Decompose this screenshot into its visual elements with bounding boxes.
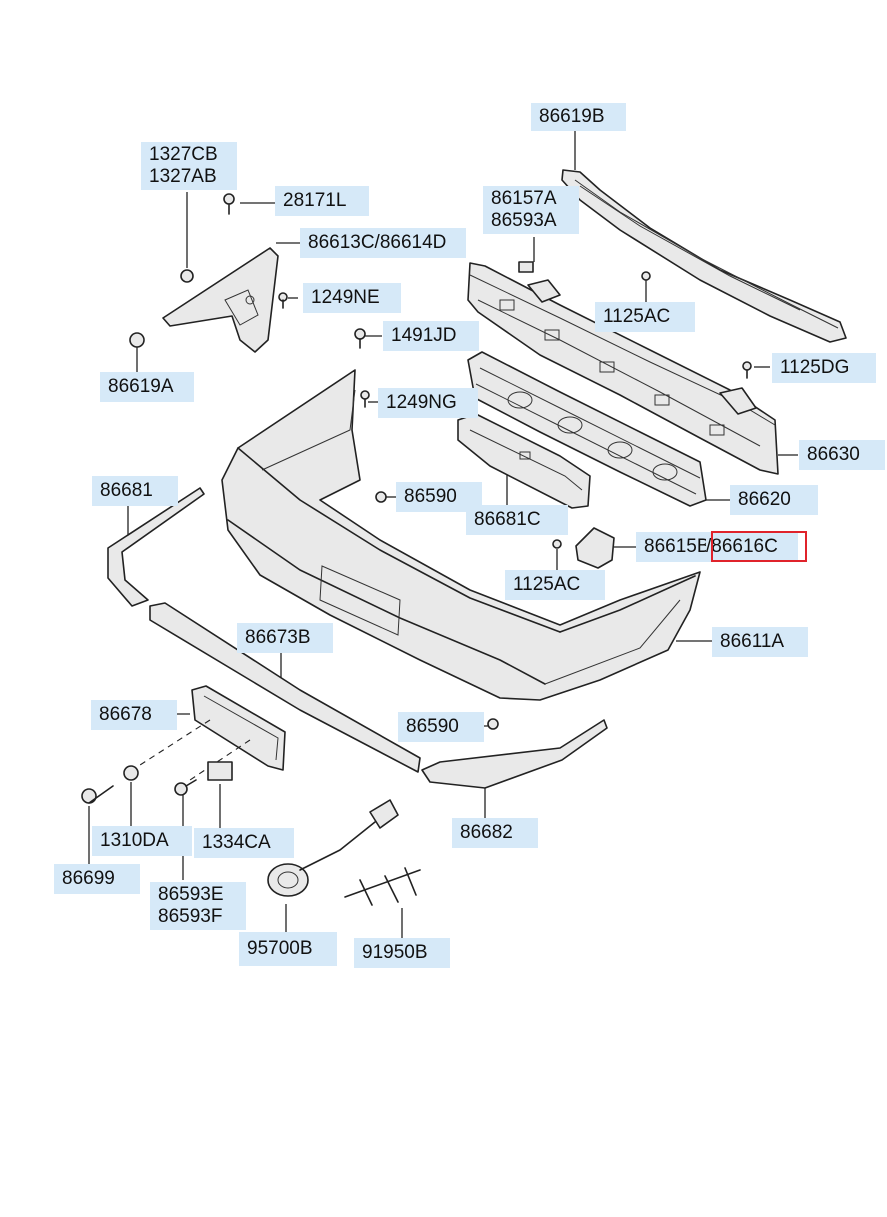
license-housing: [139, 685, 286, 781]
label-86699[interactable]: 86699: [54, 864, 140, 894]
label-1310DA[interactable]: 1310DA: [92, 826, 192, 856]
upper-rail: [467, 262, 779, 475]
label-1327CB: 1327CB: [149, 144, 218, 165]
side-stay-bracket: [162, 247, 279, 353]
label-86678[interactable]: 86678: [91, 700, 177, 730]
label-28171L[interactable]: 28171L: [275, 186, 369, 216]
label-86673B[interactable]: 86673B: [237, 623, 333, 653]
lower-molding: [149, 602, 421, 773]
label-1334CA[interactable]: 1334CA: [194, 828, 294, 858]
label-86593A: 86593A: [491, 210, 557, 231]
label-86619B[interactable]: 86619B: [531, 103, 626, 131]
label-1249NE[interactable]: 1249NE: [303, 283, 401, 313]
label-86619A[interactable]: 86619A: [100, 372, 194, 402]
label-86593F: 86593F: [158, 906, 223, 927]
label-86620[interactable]: 86620: [730, 485, 818, 515]
sensor-and-wiring: [267, 799, 421, 906]
label-86613C-86614D[interactable]: 86613C/86614D: [300, 228, 466, 258]
label-86682[interactable]: 86682: [452, 818, 538, 848]
label-1491JD[interactable]: 1491JD: [383, 321, 479, 351]
label-86681[interactable]: 86681: [92, 476, 178, 506]
reinforcement-strip: [561, 169, 847, 343]
bumper-cover: [221, 369, 701, 701]
label-1327CB-1327AB[interactable]: 1327CB 1327AB: [141, 142, 237, 190]
fasteners: [81, 193, 752, 804]
label-86590-bottom[interactable]: 86590: [398, 712, 484, 742]
label-91950B[interactable]: 91950B: [354, 938, 450, 968]
label-1125AC-mid[interactable]: 1125AC: [505, 570, 605, 600]
side-moldings: [107, 487, 608, 789]
label-86157A: 86157A: [491, 188, 557, 209]
energy-absorber: [467, 351, 707, 507]
label-86611A[interactable]: 86611A: [712, 627, 808, 657]
label-86593E-86593F[interactable]: 86593E 86593F: [150, 882, 246, 930]
label-86615B[interactable]: 86615B: [636, 532, 710, 562]
label-1249NG[interactable]: 1249NG: [378, 388, 478, 418]
label-86157A-86593A[interactable]: 86157A 86593A: [483, 186, 579, 234]
lower-bracket: [457, 413, 591, 509]
label-86681C[interactable]: 86681C: [466, 505, 568, 535]
label-86616C[interactable]: /86616C: [706, 532, 798, 562]
label-95700B[interactable]: 95700B: [239, 932, 337, 966]
label-1125AC-top[interactable]: 1125AC: [595, 302, 695, 332]
label-1125DG[interactable]: 1125DG: [772, 353, 876, 383]
label-86593E: 86593E: [158, 884, 224, 905]
label-86630[interactable]: 86630: [799, 440, 885, 470]
label-1327AB: 1327AB: [149, 166, 217, 187]
